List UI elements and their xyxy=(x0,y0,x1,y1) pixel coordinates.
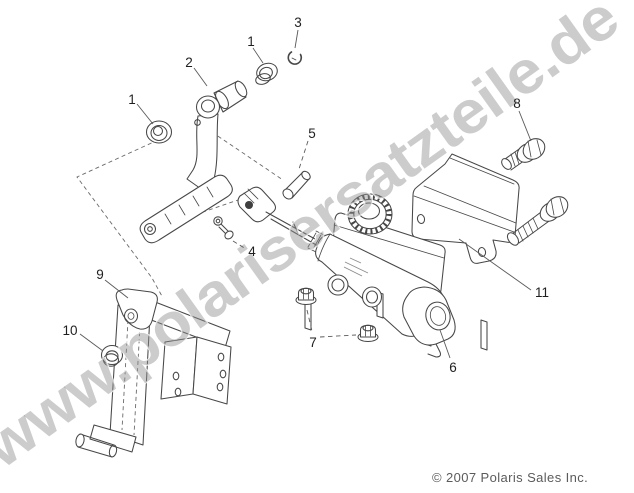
copyright-text: © 2007 Polaris Sales Inc. xyxy=(432,470,588,485)
brake-pedal xyxy=(139,80,248,244)
callout-6: 6 xyxy=(439,329,457,375)
svg-text:4: 4 xyxy=(248,244,256,259)
callout-1-top: 1 xyxy=(247,34,264,64)
pedal-pad xyxy=(139,174,233,244)
callout-5: 5 xyxy=(298,126,316,170)
bracket-pivot-pin xyxy=(75,433,118,458)
hex-bolt-upper xyxy=(501,138,546,171)
callout-3: 3 xyxy=(294,15,302,49)
watermark-text: www.polarisersatzteile.de xyxy=(0,0,631,482)
mounting-plate xyxy=(411,153,520,264)
svg-text:11: 11 xyxy=(535,285,549,300)
callout-4: 4 xyxy=(232,240,256,259)
pivot-bushing-top xyxy=(255,62,278,85)
stamped-markings xyxy=(343,257,369,277)
callout-7: 7 xyxy=(306,309,357,350)
hex-bolt-lower xyxy=(506,196,569,246)
callout-9: 9 xyxy=(96,267,129,299)
callout-2: 2 xyxy=(185,55,208,87)
reservoir-cap xyxy=(347,193,393,235)
svg-text:5: 5 xyxy=(308,126,316,141)
flange-nut-lower xyxy=(357,324,379,343)
clevis-pin xyxy=(282,170,311,200)
svg-text:2: 2 xyxy=(185,55,193,70)
bracket-foot xyxy=(89,424,137,453)
pedal-pad-serrations xyxy=(164,186,214,225)
valve-block xyxy=(402,286,456,358)
push-rod-clevis xyxy=(237,186,319,247)
svg-text:6: 6 xyxy=(449,360,457,375)
pivot-bushing-left xyxy=(145,120,173,144)
flange-nut-upper xyxy=(295,287,317,306)
cotter-pin xyxy=(213,216,234,240)
svg-text:3: 3 xyxy=(294,15,302,30)
master-cylinder xyxy=(237,186,488,358)
callout-1-left: 1 xyxy=(128,92,154,125)
svg-text:1: 1 xyxy=(128,92,136,107)
svg-text:1: 1 xyxy=(247,34,255,49)
svg-text:7: 7 xyxy=(309,335,317,350)
pedal-bracket xyxy=(75,288,232,458)
svg-text:8: 8 xyxy=(513,96,521,111)
callouts: 1 2 1 3 5 8 4 9 xyxy=(62,15,549,375)
bracket-bushing xyxy=(100,344,124,367)
svg-text:9: 9 xyxy=(96,267,104,282)
retaining-clip xyxy=(287,51,303,65)
svg-text:10: 10 xyxy=(62,323,77,338)
callout-11: 11 xyxy=(458,238,549,300)
callout-10: 10 xyxy=(62,323,104,352)
callout-8: 8 xyxy=(513,96,532,142)
outlet-ports xyxy=(327,274,383,308)
